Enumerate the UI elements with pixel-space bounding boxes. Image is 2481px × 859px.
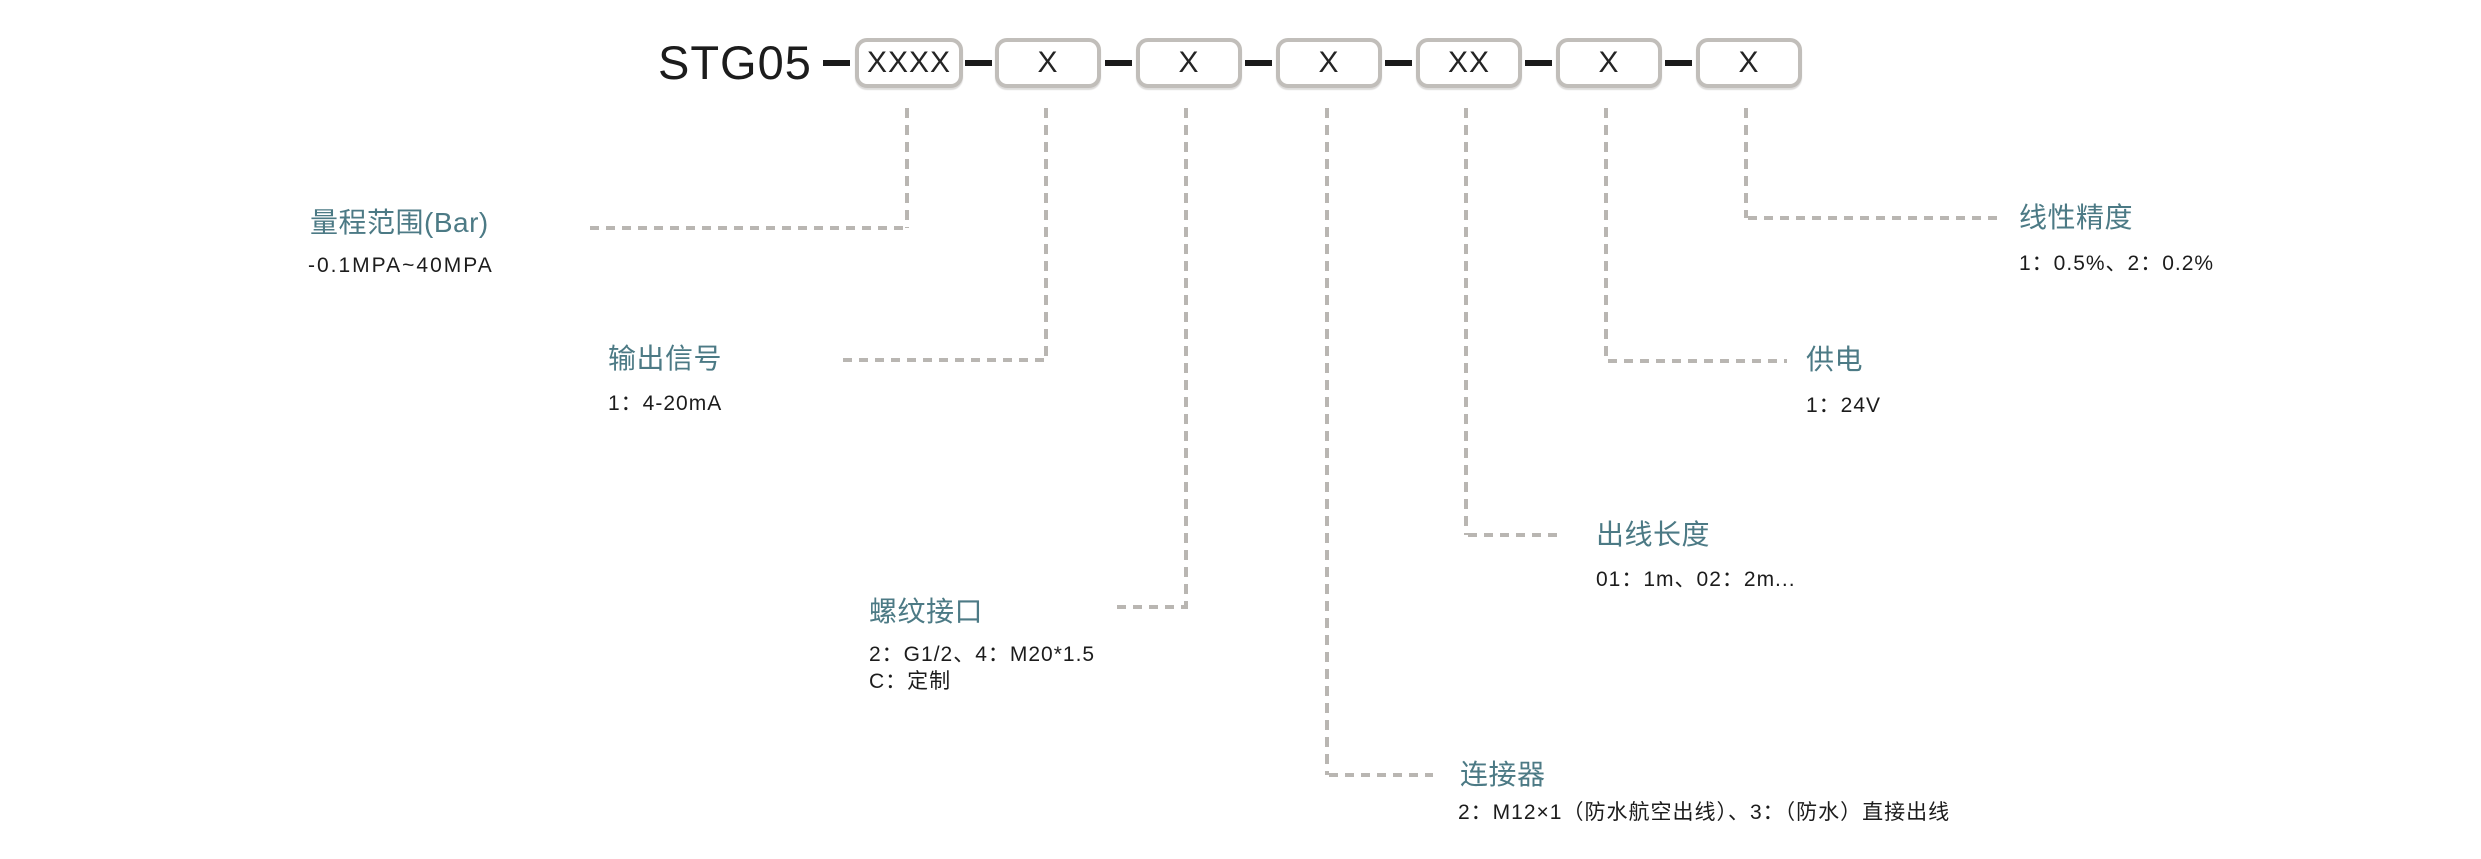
code-box-label: XXXX xyxy=(866,46,952,79)
leader-line-power-supply xyxy=(1608,359,1787,363)
leader-line-thread-interface xyxy=(1184,108,1188,607)
code-box-label: X xyxy=(1738,46,1760,79)
leader-line-cable-length xyxy=(1464,108,1468,535)
leader-line-output-signal xyxy=(843,358,1048,362)
leader-line-linearity-accuracy xyxy=(1744,108,1748,218)
leader-line-pressure-range xyxy=(590,226,909,230)
label-desc-output-signal: 1：4-20mA xyxy=(608,392,723,415)
code-box-label: X xyxy=(1178,46,1200,79)
leader-line-output-signal xyxy=(1044,108,1048,360)
label-desc-line2: C：定制 xyxy=(869,670,952,693)
code-box-output-signal: X xyxy=(995,38,1101,88)
leader-line-connector xyxy=(1329,773,1433,777)
code-separator-dash xyxy=(1665,60,1692,66)
code-separator-dash xyxy=(1525,60,1552,66)
label-title-connector: 连接器 xyxy=(1460,759,1546,790)
code-box-power-supply: X xyxy=(1556,38,1662,88)
code-box-cable-length: XX xyxy=(1416,38,1522,88)
code-box-label: X xyxy=(1598,46,1620,79)
code-separator-dash xyxy=(823,60,850,66)
label-title-cable-length: 出线长度 xyxy=(1596,519,1711,550)
label-desc-linearity-accuracy: 1：0.5%、2：0.2% xyxy=(2019,252,2215,275)
leader-line-linearity-accuracy xyxy=(1748,216,2001,220)
label-desc-connector: 2：M12×1（防水航空出线）、3：（防水）直接出线 xyxy=(1458,801,1951,824)
model-prefix: STG05 xyxy=(658,36,812,89)
leader-line-cable-length xyxy=(1468,533,1564,537)
code-box-label: X xyxy=(1318,46,1340,79)
code-separator-dash xyxy=(965,60,992,66)
label-title-power-supply: 供电 xyxy=(1806,344,1864,375)
label-title-pressure-range: 量程范围(Bar) xyxy=(310,207,489,238)
label-desc-power-supply: 1：24V xyxy=(1806,394,1882,417)
code-separator-dash xyxy=(1105,60,1132,66)
label-title-linearity-accuracy: 线性精度 xyxy=(2019,202,2134,233)
label-desc-pressure-range: -0.1MPA~40MPA xyxy=(308,254,494,277)
code-box-label: X xyxy=(1037,46,1059,79)
leader-line-power-supply xyxy=(1604,108,1608,361)
label-desc-cable-length: 01：1m、02：2m... xyxy=(1596,568,1796,591)
leader-line-pressure-range xyxy=(905,108,909,228)
code-box-linearity-accuracy: X xyxy=(1696,38,1802,88)
label-title-output-signal: 输出信号 xyxy=(608,343,723,374)
code-box-thread-interface: X xyxy=(1136,38,1242,88)
code-separator-dash xyxy=(1245,60,1272,66)
leader-line-connector xyxy=(1325,108,1329,775)
label-title-thread-interface: 螺纹接口 xyxy=(869,596,984,627)
code-separator-dash xyxy=(1385,60,1412,66)
leader-line-thread-interface xyxy=(1117,605,1188,609)
code-box-pressure-range: XXXX xyxy=(855,38,963,88)
code-box-label: XX xyxy=(1447,46,1491,79)
label-desc-thread-interface: 2：G1/2、4：M20*1.5 C：定制 xyxy=(869,641,1095,695)
code-box-connector: X xyxy=(1276,38,1382,88)
label-desc-line1: 2：G1/2、4：M20*1.5 xyxy=(869,643,1096,666)
